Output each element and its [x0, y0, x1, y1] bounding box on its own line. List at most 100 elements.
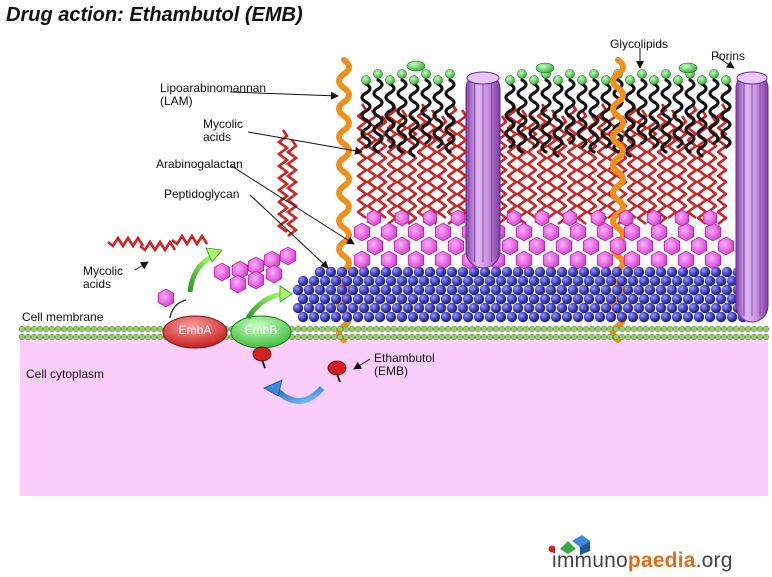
- mycolic-chain: [426, 109, 438, 226]
- membrane-lipid: [402, 325, 410, 333]
- membrane-lipid: [690, 333, 698, 341]
- mycolic-chain: [436, 115, 448, 220]
- peptidoglycan-unit: [330, 275, 342, 287]
- peptidoglycan-unit: [534, 302, 546, 314]
- peptidoglycan-unit: [710, 266, 722, 278]
- arabinogalactan-unit: [542, 222, 560, 242]
- peptidoglycan-unit: [462, 311, 474, 323]
- glycolipid-tail: [636, 78, 648, 145]
- peptidoglycan-unit: [627, 311, 639, 323]
- glycolipid-head: [517, 69, 527, 79]
- glycolipid-tail: [360, 82, 372, 149]
- membrane-lipid: [744, 325, 752, 333]
- glycolipid-head: [709, 69, 719, 79]
- arabinogalactan-layer: [353, 209, 735, 270]
- membrane-lipid: [306, 325, 314, 333]
- peptidoglycan-unit: [457, 284, 469, 296]
- membrane-lipid: [624, 325, 632, 333]
- glycolipid-head: [661, 69, 671, 79]
- membrane-lipid: [660, 333, 668, 341]
- membrane-lipid: [66, 333, 74, 341]
- peptidoglycan-unit: [363, 275, 375, 287]
- peptidoglycan-unit: [424, 284, 436, 296]
- membrane-lipid: [480, 333, 488, 341]
- glycolipid-tail: [540, 78, 552, 154]
- glycolipid-head: [505, 75, 515, 85]
- peptidoglycan-unit: [649, 311, 661, 323]
- leader-line: [229, 91, 339, 100]
- membrane-lipid: [468, 325, 476, 333]
- glycolipid-tail: [588, 78, 600, 154]
- arabinogalactan-unit: [265, 264, 283, 284]
- membrane-lipid: [564, 325, 572, 333]
- membrane-lipid: [750, 325, 758, 333]
- peptidoglycan-unit: [451, 275, 463, 287]
- mycolic-chain: [716, 103, 728, 226]
- peptidoglycan-unit: [308, 311, 320, 323]
- peptidoglycan-unit: [352, 293, 364, 305]
- peptidoglycan-unit: [572, 275, 584, 287]
- peptidoglycan-unit: [682, 311, 694, 323]
- membrane-lipid: [402, 333, 410, 341]
- peptidoglycan-unit: [424, 266, 436, 278]
- membrane-lipid: [522, 325, 530, 333]
- arabinogalactan-unit: [450, 209, 466, 227]
- membrane-lipid: [462, 325, 470, 333]
- membrane-lipid: [72, 325, 80, 333]
- membrane-lipid: [540, 333, 548, 341]
- peptidoglycan-unit: [297, 275, 309, 287]
- glycolipid-tail: [444, 78, 456, 154]
- mycolic-chain: [526, 115, 538, 220]
- peptidoglycan-unit: [506, 311, 518, 323]
- peptidoglycan-unit: [352, 311, 364, 323]
- peptidoglycan-unit: [462, 293, 474, 305]
- membrane-lipid: [414, 325, 422, 333]
- ethambutol-free: [327, 360, 347, 383]
- membrane-lipid: [678, 333, 686, 341]
- peptidoglycan-unit: [699, 266, 711, 278]
- peptidoglycan-unit: [385, 275, 397, 287]
- peptidoglycan-unit: [484, 311, 496, 323]
- peptidoglycan-unit: [611, 284, 623, 296]
- peptidoglycan-unit: [644, 302, 656, 314]
- membrane-lipid: [762, 325, 770, 333]
- peptidoglycan-unit: [369, 266, 381, 278]
- peptidoglycan-unit: [440, 293, 452, 305]
- arabinogalactan-unit: [702, 209, 718, 227]
- peptidoglycan-unit: [693, 275, 705, 287]
- membrane-lipid: [324, 325, 332, 333]
- glycolipid-tail: [420, 78, 432, 145]
- membrane-lipid: [762, 333, 770, 341]
- peptidoglycan-unit: [545, 284, 557, 296]
- ethambutol-tail: [261, 359, 266, 369]
- membrane-lipid: [630, 325, 638, 333]
- membrane-lipid: [312, 325, 320, 333]
- glycolipid-head: [529, 75, 539, 85]
- leader-line: [229, 164, 355, 245]
- membrane-lipid: [726, 333, 734, 341]
- porin-top: [736, 71, 768, 85]
- membrane-lipid: [654, 333, 662, 341]
- arabinogalactan-unit: [674, 209, 690, 227]
- membrane-lipid: [438, 333, 446, 341]
- peptidoglycan-unit: [484, 275, 496, 287]
- peptidoglycan-unit: [512, 284, 524, 296]
- peptidoglycan-unit: [391, 302, 403, 314]
- glycolipid-head: [649, 75, 659, 85]
- membrane-lipid: [450, 325, 458, 333]
- peptidoglycan-unit: [435, 284, 447, 296]
- membrane-lipid: [426, 333, 434, 341]
- peptidoglycan-unit: [693, 293, 705, 305]
- membrane-lipid: [504, 325, 512, 333]
- arabinogalactan-unit: [353, 250, 371, 270]
- peptidoglycan-unit: [418, 311, 430, 323]
- peptidoglycan-unit: [319, 293, 331, 305]
- peptidoglycan-unit: [605, 293, 617, 305]
- logo-text-suffix: .org: [695, 549, 733, 572]
- membrane-lipid: [684, 333, 692, 341]
- membrane-lipid: [678, 325, 686, 333]
- peptidoglycan-unit: [622, 266, 634, 278]
- arabinogalactan-unit: [618, 209, 634, 227]
- membrane-lipid: [666, 333, 674, 341]
- mycolic-chain: [406, 115, 418, 226]
